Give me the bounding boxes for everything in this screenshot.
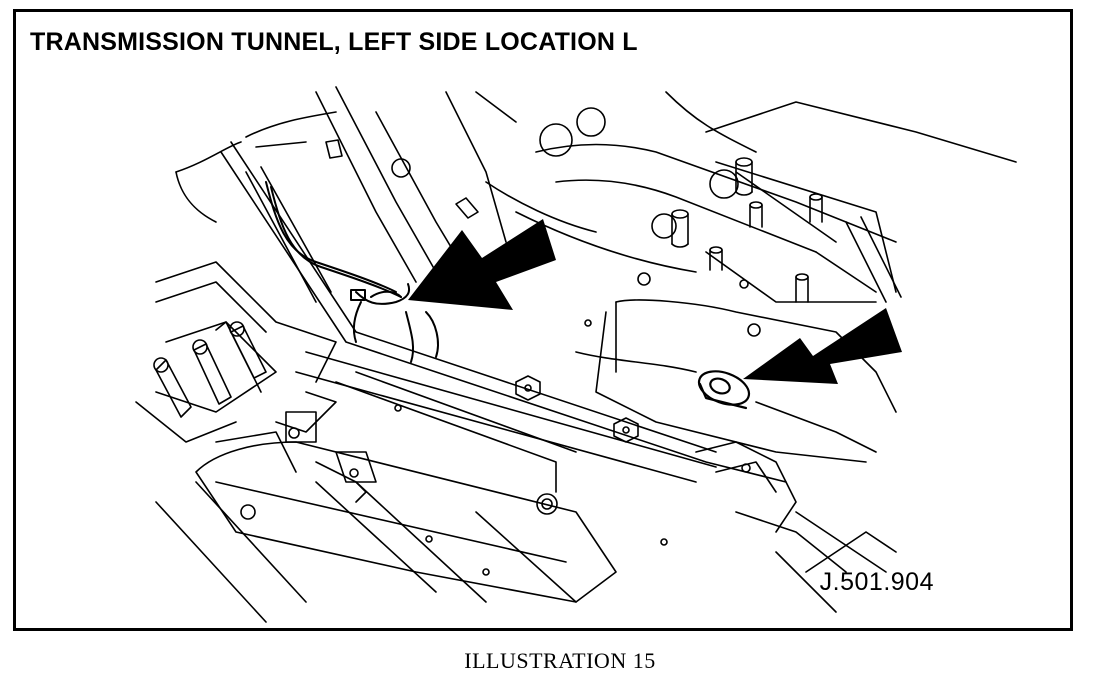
rail-nuts xyxy=(515,375,639,443)
left-bench-lines xyxy=(135,261,577,623)
pointer-arrows xyxy=(408,219,902,384)
harness-connector xyxy=(350,289,402,301)
drawing-reference-code: J.501.904 xyxy=(819,568,934,596)
holes-and-plugs xyxy=(240,107,761,576)
cylindrical-studs xyxy=(153,139,823,418)
right-arrow xyxy=(743,308,902,384)
figure-title: TRANSMISSION TUNNEL, LEFT SIDE LOCATION … xyxy=(30,28,638,56)
wiring-harness xyxy=(265,181,439,363)
transmission-tunnel-drawing xyxy=(135,86,1017,623)
upper-left-arrow xyxy=(408,219,556,310)
illustration-caption: ILLUSTRATION 15 xyxy=(464,648,656,673)
floor-panel-lines xyxy=(485,91,1017,463)
grommet-oval-fitting xyxy=(697,370,751,410)
figure-frame: TRANSMISSION TUNNEL, LEFT SIDE LOCATION … xyxy=(13,9,1073,631)
heat-shield-panel xyxy=(195,371,897,613)
